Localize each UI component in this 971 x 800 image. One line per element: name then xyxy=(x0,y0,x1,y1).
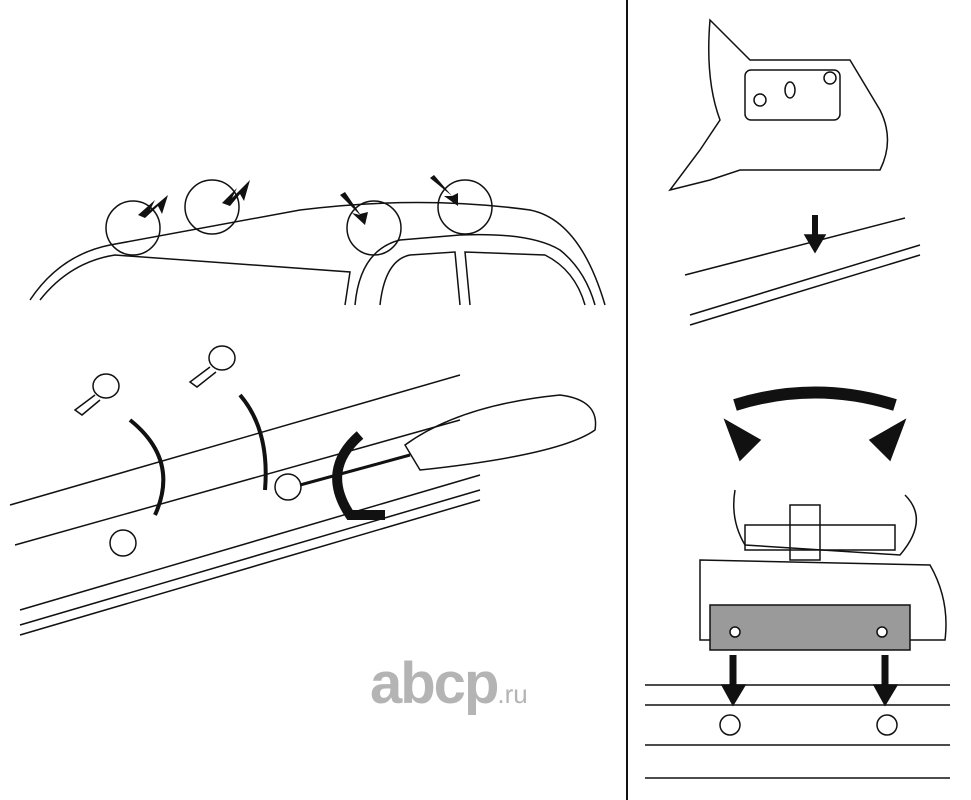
foot-mount-illustration xyxy=(645,18,950,779)
screw-hole-icon xyxy=(109,529,137,557)
car-roof-illustration xyxy=(29,175,606,306)
rotate-arrow-icon xyxy=(332,431,385,520)
detail-circle xyxy=(346,200,402,256)
watermark-logo: abcp.ru xyxy=(370,655,528,713)
watermark-brand: abcp xyxy=(370,651,499,716)
rail-screw-removal-illustration xyxy=(9,345,597,636)
detail-circle xyxy=(184,179,240,235)
arrow-icon xyxy=(138,175,458,225)
rotate-arrow-icon xyxy=(733,386,897,411)
screw-head-icon xyxy=(92,373,120,399)
arrow-icon xyxy=(238,393,268,491)
detail-circle xyxy=(437,179,493,235)
screwdriver-icon xyxy=(404,394,597,471)
screw-icon xyxy=(274,473,302,501)
detail-circle xyxy=(105,200,161,256)
arrow-icon xyxy=(128,418,166,516)
mounting-plate xyxy=(709,604,911,651)
watermark-domain: .ru xyxy=(497,679,528,709)
screw-head-icon xyxy=(208,345,236,371)
